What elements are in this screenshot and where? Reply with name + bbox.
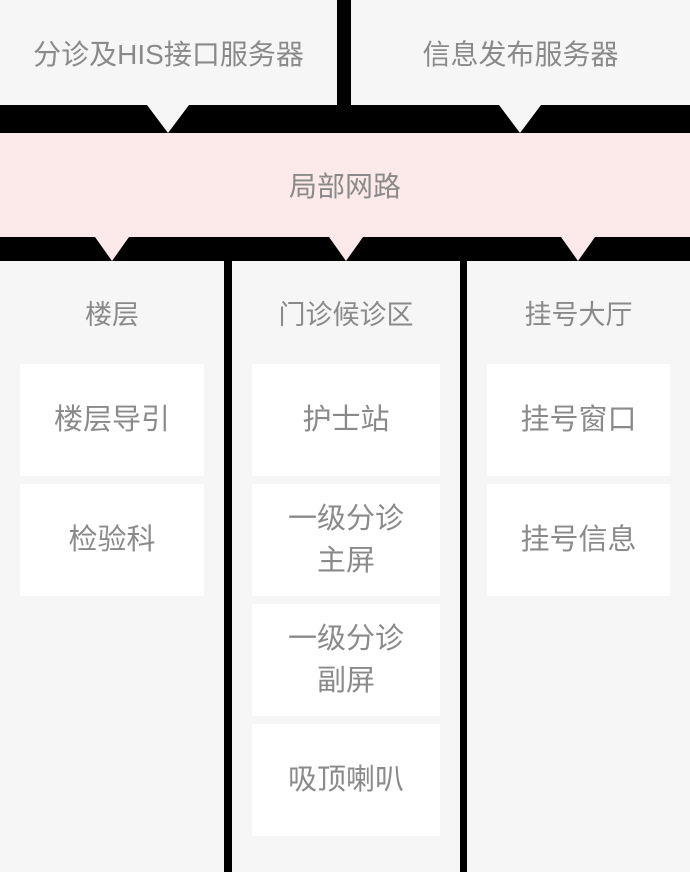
connector-arrow-down-icon [561, 237, 595, 261]
connector-arrow-down-icon [147, 105, 189, 133]
server-label-triage-his: 分诊及HIS接口服务器 [33, 38, 304, 70]
zone-floor: 楼层 楼层导引 检验科 [0, 261, 224, 872]
device-card-ceiling-speaker: 吸顶喇叭 [252, 724, 440, 836]
network-band: 局部网路 [0, 133, 690, 237]
zone-registration-hall: 挂号大厅 挂号窗口 挂号信息 [467, 261, 690, 872]
zone-outpatient-waiting: 门诊候诊区 护士站 一级分诊 主屏 一级分诊 副屏 吸顶喇叭 [232, 261, 460, 872]
server-box-info-publish: 信息发布服务器 [351, 0, 690, 105]
zone-title-outpatient-waiting: 门诊候诊区 [278, 300, 414, 330]
connector-arrow-down-icon [499, 105, 541, 133]
network-band-label: 局部网路 [288, 171, 401, 202]
device-card-triage-secondary-screen: 一级分诊 副屏 [252, 604, 440, 716]
device-card-floor-guide: 楼层导引 [20, 364, 204, 476]
device-card-registration-window: 挂号窗口 [487, 364, 670, 476]
server-label-info-publish: 信息发布服务器 [422, 38, 619, 70]
zone-title-floor: 楼层 [85, 300, 139, 330]
connector-arrow-down-icon [329, 237, 363, 261]
device-card-laboratory: 检验科 [20, 484, 204, 596]
server-box-triage-his: 分诊及HIS接口服务器 [0, 0, 337, 105]
device-card-registration-info: 挂号信息 [487, 484, 670, 596]
device-card-nurse-station: 护士站 [252, 364, 440, 476]
zone-title-registration-hall: 挂号大厅 [524, 300, 633, 330]
connector-arrow-down-icon [95, 237, 129, 261]
device-card-triage-main-screen: 一级分诊 主屏 [252, 484, 440, 596]
